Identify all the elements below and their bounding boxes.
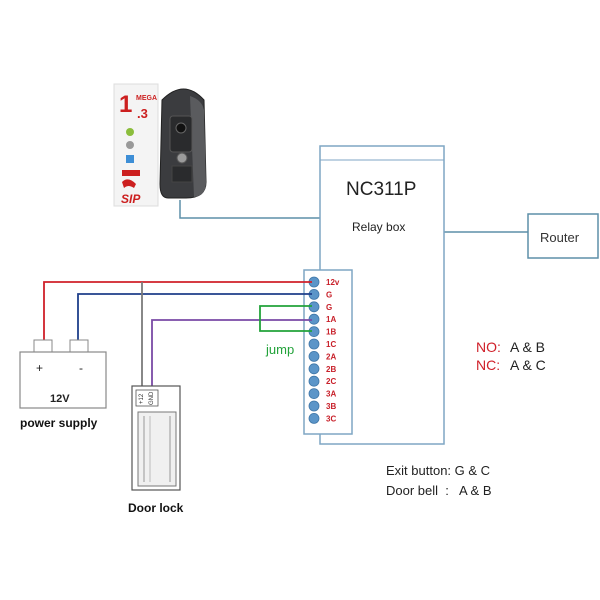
badge-decimal: .3 <box>137 106 148 121</box>
phone-icon <box>122 179 136 188</box>
camera-lens-icon <box>175 122 187 134</box>
door-lock: +12 GND Door lock <box>128 385 184 515</box>
windows-icon <box>126 155 134 163</box>
terminal-screw-icon <box>308 338 320 350</box>
door-lock-caption: Door lock <box>128 501 184 515</box>
terminal-label: 1A <box>326 315 336 324</box>
terminal-label: 3C <box>326 414 336 423</box>
terminal-screw-icon <box>308 375 320 387</box>
nc-label: NC: <box>476 357 500 373</box>
terminal-screw-icon <box>308 363 320 375</box>
onvif-icon <box>122 170 140 176</box>
blue-wire-gnd <box>77 293 312 340</box>
contact-legend: NO: A & B NC: A & C <box>476 339 546 373</box>
relay-box-subtitle: Relay box <box>352 220 405 234</box>
terminal-screw-icon <box>308 412 320 424</box>
doorbell-camera: 1 MEGA .3 SIP <box>113 83 207 207</box>
terminal-screw-icon <box>308 388 320 400</box>
badge-sub: MEGA <box>136 95 157 102</box>
terminal-screw-icon <box>308 400 320 412</box>
terminal-label: 2C <box>326 377 336 386</box>
device-link-wire <box>179 200 320 219</box>
purple-wire-lock <box>151 319 312 388</box>
router: Router <box>527 213 599 259</box>
power-supply: + - 12V power supply <box>19 339 107 430</box>
terminal-label: 3A <box>326 390 336 399</box>
relay-box-model: NC311P <box>346 179 416 200</box>
terminal-label: 1C <box>326 340 336 349</box>
power-minus: - <box>79 361 83 375</box>
power-voltage: 12V <box>50 393 70 405</box>
terminal-label: 1B <box>326 328 336 337</box>
no-label: NO: <box>476 339 501 355</box>
terminal-screw-icon <box>308 350 320 362</box>
terminal-label: G <box>326 303 332 312</box>
terminal-label: G <box>326 290 332 299</box>
green-jump-wire <box>259 305 312 332</box>
nc-value: A & C <box>510 357 546 373</box>
terminal-label: 2A <box>326 352 336 361</box>
badge-number: 1 <box>119 91 132 118</box>
door-bell-note: Door bell : A & B <box>386 483 492 498</box>
red-wire-12v <box>43 281 312 340</box>
lock-pin-plus: +12 <box>139 393 145 404</box>
power-plus: + <box>36 361 43 375</box>
call-button-icon <box>176 152 188 164</box>
lock-pin-gnd: GND <box>149 391 155 405</box>
terminal-label: 3B <box>326 402 336 411</box>
apple-icon <box>126 141 134 149</box>
jump-label: jump <box>265 342 294 357</box>
usage-notes: Exit button: G & C Door bell : A & B <box>386 463 492 498</box>
sip-text: SIP <box>121 192 141 206</box>
android-icon <box>126 128 134 136</box>
terminal-label: 2B <box>326 365 336 374</box>
router-label: Router <box>540 230 580 245</box>
exit-button-note: Exit button: G & C <box>386 463 490 478</box>
power-supply-caption: power supply <box>20 416 98 430</box>
terminal-label: 12v <box>326 278 340 287</box>
no-value: A & B <box>510 339 545 355</box>
